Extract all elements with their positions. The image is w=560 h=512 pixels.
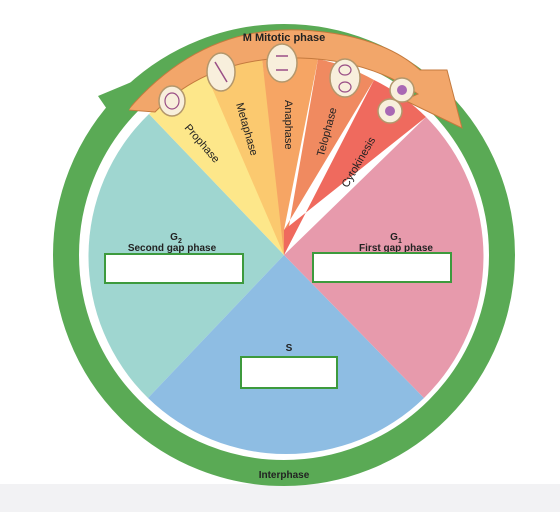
s-answer-box[interactable] [240, 356, 338, 389]
cytokinesis-cell-icon [377, 77, 415, 124]
g1-name: First gap phase [359, 243, 433, 254]
g2-answer-box[interactable] [104, 253, 244, 284]
prophase-cell-icon [158, 85, 186, 117]
g1-answer-box[interactable] [312, 252, 452, 283]
metaphase-cell-icon [206, 52, 236, 92]
ring-arrowhead [98, 76, 146, 128]
anaphase-wedge [262, 56, 318, 255]
interphase-label: Interphase [259, 470, 310, 481]
prophase-wedge [149, 74, 284, 255]
s-sector [148, 255, 424, 455]
telophase-cell-icon [329, 58, 361, 98]
s-label: S [286, 343, 293, 354]
g2-name: Second gap phase [128, 243, 217, 254]
mitotic-phase-title: M Mitotic phase [243, 32, 326, 44]
cytokinesis-wedge [284, 80, 426, 255]
telophase-wedge [284, 59, 374, 255]
anaphase-cell-icon [266, 43, 298, 83]
bottom-band [0, 484, 560, 512]
anaphase-label: Anaphase [282, 100, 294, 150]
g1-symbol: G1 [390, 232, 402, 245]
g2-symbol: G2 [170, 232, 182, 245]
metaphase-wedge [206, 58, 284, 255]
m-phase-arrow [126, 29, 463, 129]
